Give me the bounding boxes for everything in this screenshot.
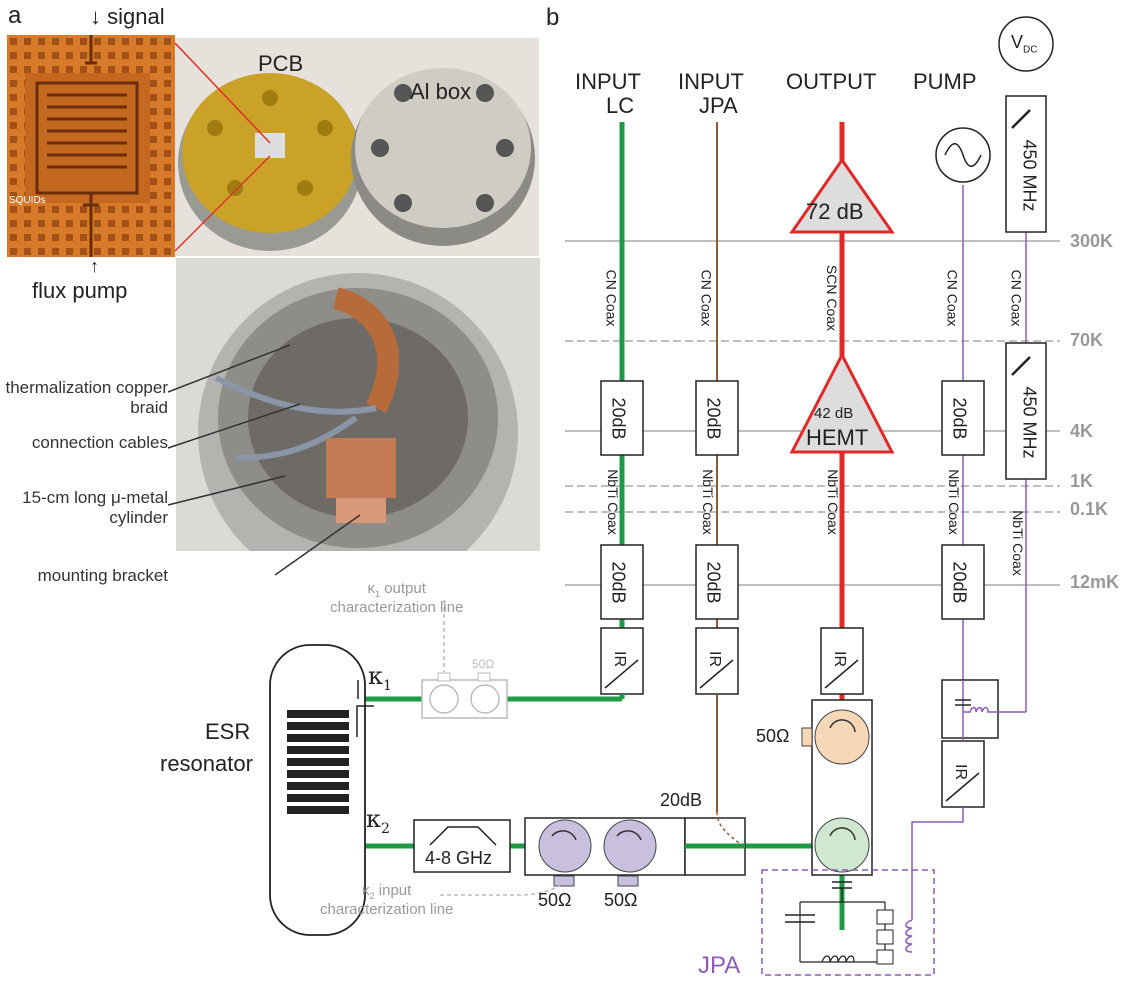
kappa2-symbol: κ xyxy=(366,805,381,833)
load-50-1: 50Ω xyxy=(538,890,571,911)
kappa1-symbol: κ xyxy=(368,662,383,690)
header-input-lc-1: INPUT xyxy=(575,70,641,94)
header-input-jpa-1: INPUT xyxy=(678,70,744,94)
vdc-sub: DC xyxy=(1023,45,1037,56)
coax-pump-300: CN Coax xyxy=(944,270,960,327)
kappa2-sub: 2 xyxy=(381,821,390,837)
kappa2-label: κ2 xyxy=(366,805,390,837)
ir-lc-label: IR xyxy=(610,651,628,667)
bandpass-label: 4-8 GHz xyxy=(425,848,492,869)
kappa2-line-label: κ2 input characterization line xyxy=(320,882,453,918)
temp-70k: 70K xyxy=(1070,330,1103,351)
output-circulator-top xyxy=(815,710,869,764)
kappa2-line-sub: 2 xyxy=(370,891,375,901)
esr-label-2: resonator xyxy=(160,752,253,776)
coax-lc-nbti: NbTi Coax xyxy=(605,469,621,535)
filter-450-top-label: 450 MHz xyxy=(1019,139,1040,211)
circulator-1 xyxy=(539,820,591,872)
squid-icons xyxy=(877,910,893,964)
flux-coil-icon xyxy=(906,920,912,952)
output-load xyxy=(802,728,812,746)
ir-pump-label: IR xyxy=(951,764,969,780)
amp-72db-label: 72 dB xyxy=(806,200,864,224)
atten-jpa-12mk-label: 20dB xyxy=(703,561,724,603)
coax-lc-300: CN Coax xyxy=(603,270,619,327)
atten-lc-4k-label: 20dB xyxy=(608,397,629,439)
atten-pump-12mk-label: 20dB xyxy=(949,561,970,603)
coax-pump-nbti: NbTi Coax xyxy=(946,469,962,535)
coax-jpa-300: CN Coax xyxy=(698,270,714,327)
kappa1-label: κ1 xyxy=(368,662,392,694)
coupler-20db-label: 20dB xyxy=(660,790,702,811)
coax-vdc-nbti: NbTi Coax xyxy=(1010,510,1026,576)
ir-jpa-label: IR xyxy=(705,651,723,667)
load-50-2: 50Ω xyxy=(604,890,637,911)
temp-4k: 4K xyxy=(1070,421,1093,442)
header-input-lc-2: LC xyxy=(606,94,634,118)
ir-output-label: IR xyxy=(830,651,848,667)
temp-01k: 0.1K xyxy=(1070,499,1108,520)
load-50-output: 50Ω xyxy=(756,726,789,747)
coax-out-nbti: NbTi Coax xyxy=(825,469,841,535)
kappa2-line-1: input xyxy=(379,882,412,899)
kappa1-line-sub: 1 xyxy=(375,589,380,599)
header-output: OUTPUT xyxy=(786,70,876,94)
header-input-jpa-2: JPA xyxy=(699,94,738,118)
atten-jpa-4k-label: 20dB xyxy=(703,397,724,439)
coax-jpa-nbti: NbTi Coax xyxy=(700,469,716,535)
load-2 xyxy=(618,876,638,886)
circulator-2 xyxy=(604,820,656,872)
kappa1-line-label: κ1 output characterization line xyxy=(330,580,463,616)
load-50-grey: 50Ω xyxy=(472,657,494,671)
output-circulator-bottom xyxy=(815,818,869,872)
kappa2-line-sym: κ xyxy=(362,882,370,899)
esr-label-1: ESR xyxy=(205,720,250,744)
hemt-gain-label: 42 dB xyxy=(814,405,853,422)
hemt-label: HEMT xyxy=(806,426,868,450)
temp-1k: 1K xyxy=(1070,471,1093,492)
kappa1-line-sym: κ xyxy=(368,580,376,597)
jpa-inductor-icon xyxy=(822,956,854,962)
coax-vdc-300: CN Coax xyxy=(1008,270,1024,327)
kappa1-sub: 1 xyxy=(383,678,392,694)
filter-450-bottom-label: 450 MHz xyxy=(1019,386,1040,458)
kappa1-line-2: characterization line xyxy=(330,599,463,616)
atten-lc-12mk-label: 20dB xyxy=(608,561,629,603)
atten-pump-4k-label: 20dB xyxy=(949,397,970,439)
kappa1-circulator xyxy=(422,680,507,718)
jpa-label: JPA xyxy=(698,952,740,980)
kappa2-line-2: characterization line xyxy=(320,901,453,918)
header-vdc: VDC xyxy=(1011,32,1037,56)
esr-resonator-icon xyxy=(287,710,349,814)
load-1 xyxy=(554,876,574,886)
header-pump: PUMP xyxy=(913,70,977,94)
temp-300k: 300K xyxy=(1070,231,1113,252)
vdc-label: V xyxy=(1011,32,1023,52)
coax-out-300: SCN Coax xyxy=(824,265,840,331)
bias-tee xyxy=(942,680,998,738)
temp-12mk: 12mK xyxy=(1070,572,1119,593)
kappa1-line-1: output xyxy=(384,580,426,597)
